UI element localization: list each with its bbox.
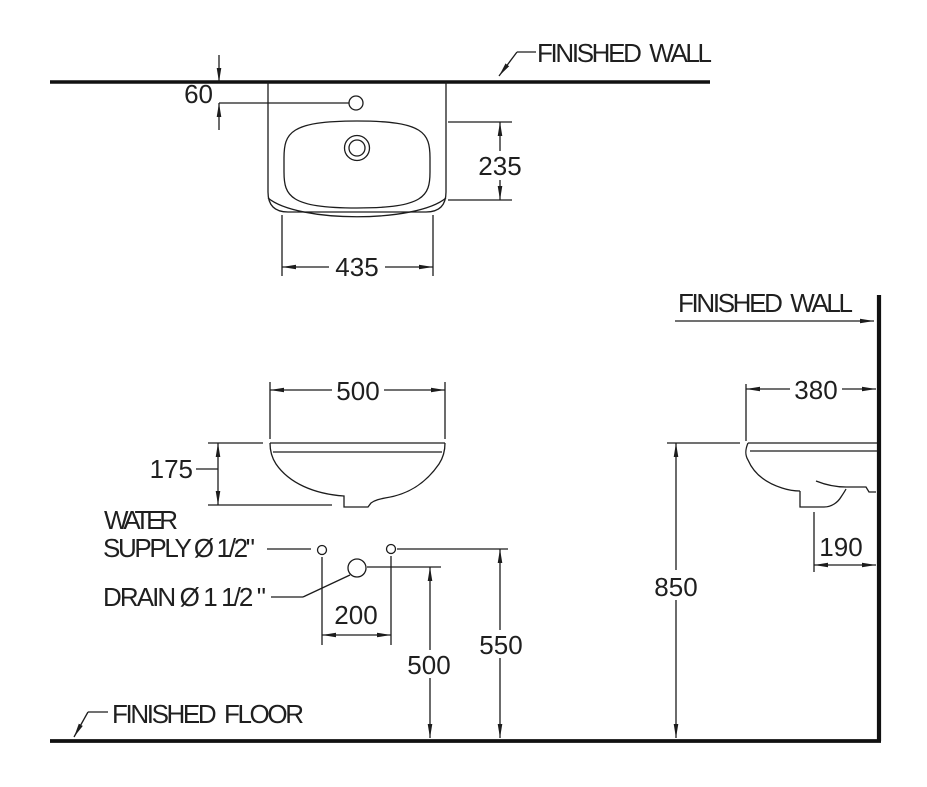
finished-wall-top-label: FINISHED WALL	[537, 38, 712, 68]
dimension-text-435: 435	[335, 252, 378, 282]
drain-hole-inner	[348, 139, 366, 157]
faucet-hole	[348, 95, 364, 111]
dimension-500-width: 500	[269, 376, 446, 439]
drain-trap-side	[799, 488, 847, 508]
dimension-500-height: 500	[404, 567, 454, 738]
floor: FINISHED FLOOR	[50, 699, 881, 743]
dimension-text-60: 60	[184, 79, 213, 109]
text-mask	[474, 151, 526, 180]
drain-label: DRAIN Ø 1 1/2 "	[103, 582, 266, 612]
text-mask	[404, 650, 454, 678]
water-supply-hole-left	[316, 544, 328, 556]
dimension-190: 190	[813, 512, 876, 572]
bowl-front-profile	[269, 442, 446, 508]
text-mask	[476, 630, 526, 658]
dimension-text-175: 175	[150, 454, 193, 484]
text-mask	[329, 249, 385, 280]
water-supply-hole-right	[385, 543, 397, 555]
dimension-60: 60	[184, 55, 349, 130]
sink-front-lip-plan	[267, 197, 447, 218]
dimension-380: 380	[745, 374, 876, 441]
top-view: FINISHED WALL 60 235 435	[50, 38, 712, 282]
text-mask	[790, 374, 842, 403]
bowl-side-profile	[745, 442, 801, 492]
dimension-text-200: 200	[334, 600, 377, 630]
dimension-435: 435	[281, 215, 434, 282]
dimension-235: 235	[448, 121, 526, 201]
dimension-850: 850	[650, 442, 740, 738]
leader-arrow	[73, 711, 89, 738]
drain-hole-outer	[343, 134, 371, 162]
dimension-550: 550	[476, 549, 526, 738]
water-supply-callout: WATER SUPPLY Ø 1/2"	[103, 505, 508, 563]
water-supply-label-line2: SUPPLY Ø 1/2"	[103, 533, 255, 563]
side-view: FINISHED WALL 380 190 850	[650, 288, 882, 741]
finished-wall-right-label: FINISHED WALL	[678, 288, 853, 318]
dimension-text-500-height: 500	[407, 650, 450, 680]
inner-basin-plan	[283, 120, 431, 209]
front-view: 500 175 WATER SUPPLY Ø 1/2" DRAIN Ø 1 1/…	[103, 376, 526, 738]
dimension-text-380: 380	[794, 375, 837, 405]
leader-arrow	[498, 51, 518, 77]
drain-callout: DRAIN Ø 1 1/2 "	[103, 558, 441, 612]
drain-outlet-front	[347, 558, 367, 578]
dimension-text-190: 190	[819, 532, 862, 562]
dimension-text-850: 850	[654, 572, 697, 602]
sink-outline-plan	[267, 82, 447, 213]
dimension-text-500-width: 500	[336, 376, 379, 406]
mounting-bracket-side	[815, 480, 876, 493]
dimension-text-550: 550	[479, 630, 522, 660]
dimension-text-235: 235	[478, 151, 521, 181]
leader-diagonal	[302, 574, 351, 598]
finished-floor-label: FINISHED FLOOR	[112, 699, 304, 729]
text-mask	[332, 376, 384, 404]
water-supply-label-line1: WATER	[104, 505, 178, 535]
text-mask	[650, 570, 702, 600]
dimension-175: 175	[150, 442, 332, 506]
dimension-200: 200	[321, 556, 392, 645]
